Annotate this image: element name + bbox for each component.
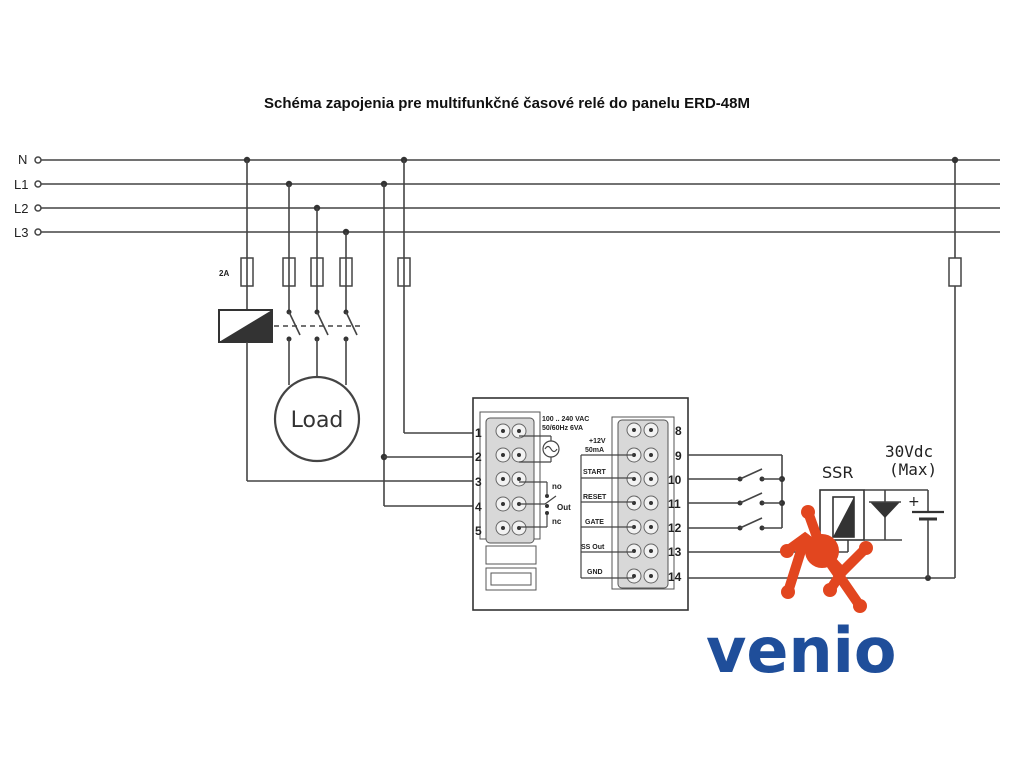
bus-lines bbox=[34, 156, 1000, 236]
dc-supply-max: (Max) bbox=[889, 460, 937, 479]
input-label-gate: GATE bbox=[585, 519, 604, 526]
load-motor: Load bbox=[273, 375, 361, 463]
supply-out-current: 50mA bbox=[585, 447, 604, 454]
ac-symbol-icon bbox=[519, 435, 560, 463]
right-connector bbox=[626, 422, 659, 584]
terminal-12: 12 bbox=[668, 521, 682, 535]
svg-text:+: + bbox=[908, 494, 920, 510]
contact-out-label: Out bbox=[557, 503, 571, 512]
contactor-coil bbox=[218, 309, 273, 343]
input-bracket bbox=[580, 455, 634, 579]
power-spec-frequency: 50/60Hz 6VA bbox=[542, 425, 583, 432]
terminal-13: 13 bbox=[668, 545, 682, 559]
terminal-9: 9 bbox=[675, 449, 682, 463]
bus-label-l2: L2 bbox=[14, 201, 28, 216]
relay-unit: 100 .. 240 VAC 50/60Hz 6VA no Out nc +12… bbox=[472, 397, 689, 611]
terminal-8: 8 bbox=[675, 424, 682, 438]
terminal-10: 10 bbox=[668, 473, 682, 487]
input-switches bbox=[688, 454, 785, 531]
dc-supply-voltage: 30Vdc bbox=[885, 442, 933, 461]
terminal-1: 1 bbox=[475, 426, 482, 440]
ssr-label: SSR bbox=[822, 463, 853, 482]
bus-label-l1: L1 bbox=[14, 177, 28, 192]
terminal-2: 2 bbox=[475, 450, 482, 464]
power-spec-voltage: 100 .. 240 VAC bbox=[542, 416, 589, 423]
contact-nc-label: nc bbox=[552, 517, 562, 526]
load-feed bbox=[274, 180, 362, 385]
diagram-title: Schéma zapojenia pre multifunkčné časové… bbox=[264, 95, 750, 112]
load-label: Load bbox=[291, 408, 344, 433]
terminal-3: 3 bbox=[475, 475, 482, 489]
relay-supply-wiring bbox=[380, 156, 476, 507]
fuse-label: 2A bbox=[219, 269, 229, 278]
bus-label-n: N bbox=[18, 152, 27, 167]
terminal-5: 5 bbox=[475, 524, 482, 538]
bus-label-l3: L3 bbox=[14, 225, 28, 240]
ssr-module bbox=[819, 489, 928, 541]
venio-logo-mark bbox=[780, 505, 873, 613]
input-label-ss-out: SS Out bbox=[581, 544, 605, 551]
terminal-4: 4 bbox=[475, 500, 482, 514]
input-label-reset: RESET bbox=[583, 494, 607, 501]
supply-out-voltage: +12V bbox=[589, 438, 606, 445]
input-label-gnd: GND bbox=[587, 569, 603, 576]
terminal-11: 11 bbox=[668, 497, 681, 511]
venio-brand-name: venio bbox=[706, 614, 896, 687]
dc-supply: + bbox=[908, 490, 944, 578]
relay-output-contact bbox=[519, 481, 557, 528]
coil-branch: 2A bbox=[218, 156, 476, 482]
input-label-start: START bbox=[583, 469, 607, 476]
terminal-14: 14 bbox=[668, 570, 682, 584]
contact-no-label: no bbox=[552, 482, 562, 491]
